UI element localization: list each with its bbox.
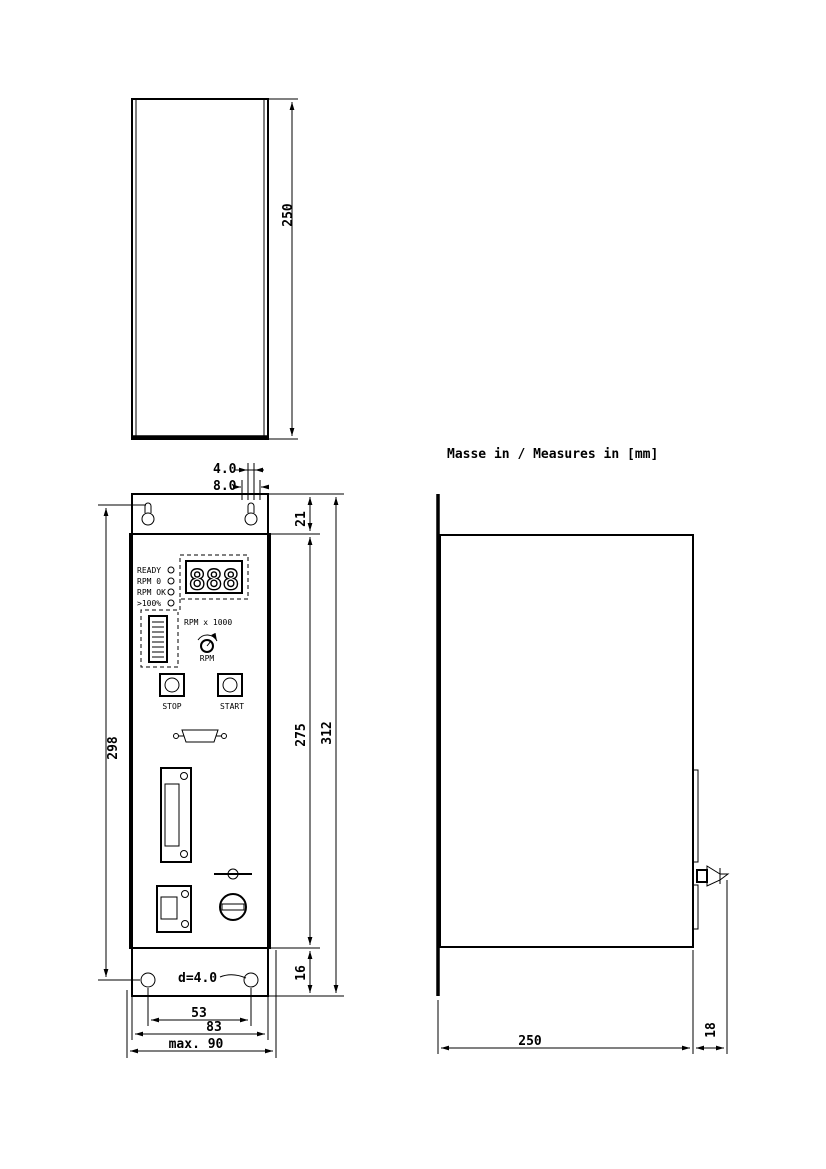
- led-label-rpmok: RPM OK: [137, 588, 166, 597]
- stop-button: [159, 673, 185, 697]
- top-margin-dim: 21: [294, 511, 309, 527]
- bargraph-segments: [152, 621, 164, 658]
- total-height-dim: 312: [320, 721, 335, 744]
- slot-width-dim: 4.0: [213, 462, 237, 477]
- start-button: [217, 673, 243, 697]
- rpm-scale-label: RPM x 1000: [184, 618, 232, 627]
- led-over100: [167, 599, 175, 607]
- small-connector: [156, 885, 192, 933]
- panel-width-dim: 83: [206, 1020, 222, 1035]
- rpm-knob: [197, 632, 218, 653]
- front-view: READY RPM 0 RPM OK >100% 888 RPM x 10: [98, 462, 344, 1058]
- side-depth-dim: 250: [518, 1034, 542, 1049]
- toggle-switch: [214, 868, 252, 880]
- led-ready: [167, 566, 175, 574]
- seven-segment-display: [185, 560, 243, 594]
- led-rpmok: [167, 588, 175, 596]
- bottom-hole-right: [243, 972, 259, 988]
- bottom-margin-dim: 16: [294, 965, 309, 981]
- display-digits: 888: [189, 563, 240, 596]
- side-protrusion-dim: 18: [704, 1022, 719, 1038]
- top-view-outline: [131, 98, 269, 440]
- rear-bolt: [696, 865, 730, 887]
- bargraph: [148, 615, 168, 663]
- hole-diameter-dim: d=4.0: [178, 971, 217, 986]
- front-panel: [129, 533, 271, 949]
- keyhole-slot-right: [244, 502, 258, 526]
- hole-spacing-horizontal-dim: 53: [191, 1006, 207, 1021]
- rear-connector-upper: [692, 769, 699, 863]
- fuse-holder: [219, 893, 247, 921]
- start-label: START: [220, 702, 244, 711]
- led-label-ready: READY: [137, 566, 161, 575]
- hole-spacing-vertical-dim: 298: [106, 736, 121, 760]
- max-width-dim: max. 90: [169, 1037, 224, 1052]
- bottom-hole-left: [140, 972, 156, 988]
- top-view: 250: [131, 98, 298, 440]
- led-rpm0: [167, 577, 175, 585]
- slot-span-dim: 8.0: [213, 479, 237, 494]
- panel-height-dim: 275: [294, 723, 309, 746]
- led-label-over100: >100%: [137, 599, 161, 608]
- dsub-connector: [173, 729, 227, 743]
- mounting-plate: [131, 493, 269, 997]
- side-view: 250 18: [436, 494, 730, 1054]
- rpm-knob-label: RPM: [200, 654, 215, 663]
- stop-label: STOP: [162, 702, 181, 711]
- ribbon-connector: [160, 767, 192, 863]
- status-leds: READY RPM 0 RPM OK >100%: [137, 566, 175, 608]
- led-label-rpm0: RPM 0: [137, 577, 161, 586]
- top-height-dim: 250: [281, 203, 296, 227]
- side-housing: [439, 534, 694, 948]
- units-note: Masse in / Measures in [mm]: [447, 447, 658, 462]
- rear-connector-lower: [692, 884, 699, 930]
- keyhole-slot-left: [141, 502, 155, 526]
